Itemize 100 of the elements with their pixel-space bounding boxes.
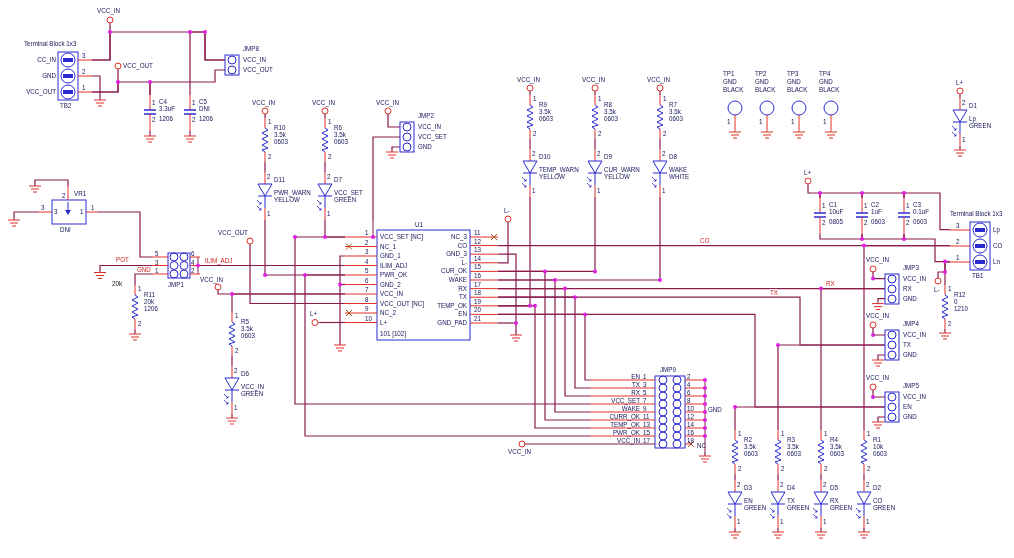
wire: [820, 473, 822, 481]
reference-designator: R2: [744, 436, 752, 443]
pin-number: 1: [643, 372, 647, 380]
pin-number: 2: [822, 219, 826, 226]
pin-number: 6: [687, 388, 691, 396]
pin-name: NC_2: [380, 309, 396, 316]
package-code: 0805: [829, 218, 843, 225]
pin-number: 12: [474, 237, 481, 245]
power-label: L-: [934, 286, 940, 293]
pin-name: Lp: [993, 225, 1000, 233]
pin-number: 1: [759, 118, 763, 125]
package-code: 0603: [274, 138, 288, 145]
package-code: 0603: [873, 450, 887, 457]
package-code: 0603: [871, 218, 885, 225]
pin-number: 2: [327, 173, 331, 180]
package-code: 0603: [669, 115, 683, 122]
pin-number: 7: [643, 396, 647, 404]
pin-name: CO: [457, 241, 467, 249]
pin-number: 2: [597, 150, 601, 157]
pin-number: 1: [956, 253, 960, 261]
wire: [387, 113, 401, 128]
pin-number: 3: [82, 52, 86, 59]
reference-designator: R8: [604, 101, 612, 108]
pin-name: TX: [632, 380, 640, 388]
edge-label: CO: [700, 237, 710, 244]
pin-number: 2: [663, 130, 667, 137]
component-value: DNI: [199, 105, 210, 112]
pin-name: VCC_IN: [903, 331, 926, 338]
reference-designator: R6: [334, 124, 342, 131]
reference-designator: D2: [873, 484, 881, 491]
package-code: 1206: [144, 305, 158, 312]
wire: [264, 161, 266, 173]
pin-name: TX: [459, 293, 467, 301]
package-code: 0603: [604, 115, 618, 122]
signal-name: VCC_IN: [241, 383, 264, 390]
pin-name: CC_IN: [37, 56, 56, 63]
pin-name: TEMP_OK: [610, 420, 640, 428]
pin-number: 2: [824, 465, 828, 472]
pin-number: 2: [533, 130, 537, 137]
reference-designator: JMP5: [903, 382, 919, 389]
package-code: 0603: [830, 450, 844, 457]
power-label: VCC_IN: [376, 99, 399, 106]
wire: [659, 138, 661, 150]
led-color: YELLOW: [274, 196, 300, 203]
pin-number: 5: [643, 388, 647, 396]
pin-name: VCC_SET: [611, 396, 640, 404]
reference-designator: C3: [913, 201, 921, 208]
reference-designator: C2: [871, 201, 879, 208]
package-code: 1206: [199, 115, 213, 122]
pin-number: 14: [687, 420, 694, 428]
pin-name: RX: [458, 284, 467, 292]
pin-number: 14: [474, 254, 481, 262]
signal-name: CUR_WARN: [604, 166, 640, 173]
component-value: 20k: [144, 298, 155, 305]
pin-number: 1: [823, 518, 827, 525]
package-code: 0603: [744, 450, 758, 457]
component-value: 3.5k: [669, 108, 681, 115]
reference-designator: R4: [830, 436, 838, 443]
pin-number: 1: [738, 430, 742, 437]
pin-number: 1: [155, 267, 159, 274]
wire: [97, 211, 153, 258]
pin-number: 1: [781, 430, 785, 437]
pin-name: WAKE: [621, 404, 640, 412]
pin-name: TX: [903, 341, 911, 348]
pin-number: 2: [866, 481, 870, 488]
component-value: 3.5k: [744, 443, 756, 450]
pin-number: 1: [328, 118, 332, 125]
pin-name: CUR_OK: [441, 267, 467, 275]
package-code: 1210: [954, 305, 968, 312]
edge-label: TX: [770, 289, 778, 296]
pin-number: 1: [737, 518, 741, 525]
component-value: 3.5k: [830, 443, 842, 450]
pin-number: 2: [780, 481, 784, 488]
package-code: 0603: [539, 115, 553, 122]
wire: [659, 90, 661, 96]
wire: [777, 344, 886, 431]
pin-name: PWR_OK: [612, 428, 640, 436]
pin-number: 16: [474, 272, 481, 279]
led-color: GREEN: [787, 504, 810, 511]
signal-name: TX: [787, 497, 795, 504]
pin-number: 1: [327, 210, 331, 217]
wire: [807, 183, 821, 199]
power-label: VCC_IN: [252, 99, 275, 106]
pin-number: 8: [687, 396, 691, 404]
wire: [863, 245, 951, 431]
wire: [959, 93, 961, 99]
pin-number: 3: [54, 208, 58, 215]
component-value: 3.3uF: [159, 105, 175, 112]
wire: [134, 273, 153, 286]
power-label: L+: [804, 169, 812, 176]
pin-number: 18: [474, 289, 481, 297]
pin-number: 2: [956, 237, 960, 245]
pin-name: EN: [631, 372, 640, 380]
pin-number: 1: [867, 430, 871, 437]
wire: [304, 274, 591, 437]
pin-number: 12: [687, 412, 694, 420]
pin-number: 5: [155, 250, 159, 257]
wire: [199, 264, 346, 267]
signal-name: Lp: [969, 115, 976, 122]
led-color: GREEN: [241, 390, 264, 397]
